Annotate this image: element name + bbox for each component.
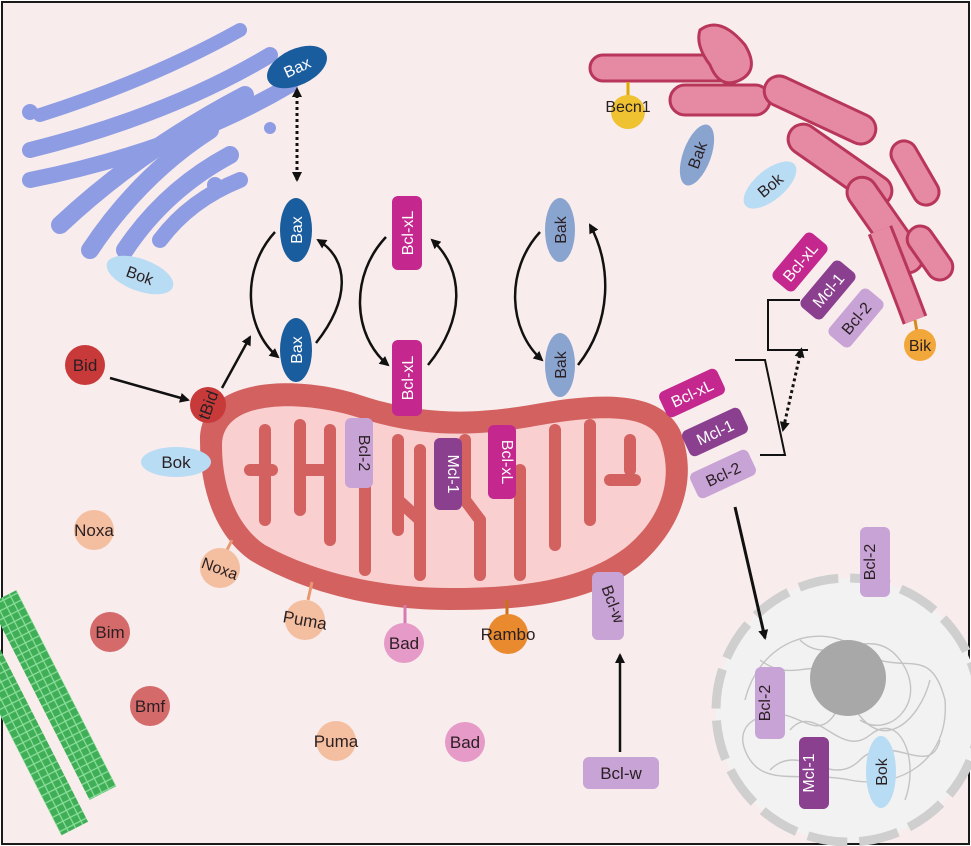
nucleus-bcl2-protein: Bcl-2 (755, 667, 785, 739)
nucleus-mcl1-protein: Mcl-1 (799, 737, 829, 809)
mito-bak-label: Bak (553, 350, 570, 379)
rambo-label: Rambo (481, 625, 536, 644)
bim-label: Bim (95, 623, 124, 642)
cyto-bclxl-protein: Bcl-xL (392, 196, 422, 270)
puma-free-label: Puma (314, 732, 359, 751)
mito-bcl2-inner-label: Bcl-2 (355, 435, 372, 472)
nucleus-bok-protein: Bok (866, 736, 896, 808)
mito-bcl2-inner-protein: Bcl-2 (345, 418, 373, 488)
nucleus-bcl2-top-label: Bcl-2 (862, 544, 879, 581)
mito-bax-protein: Bax (280, 318, 312, 382)
bim-protein: Bim (90, 612, 130, 652)
cyto-bak-protein: Bak (545, 198, 575, 262)
bad-bound-label: Bad (389, 634, 419, 653)
mito-bclxl-protein: Bcl-xL (392, 340, 422, 416)
cyto-bclxl-label: Bcl-xL (400, 211, 417, 256)
bok-left-protein: Bok (141, 447, 211, 477)
mito-mcl1-inner-label: Mcl-1 (444, 454, 461, 493)
mito-mcl1-inner-protein: Mcl-1 (434, 438, 462, 510)
nucleus (716, 578, 971, 842)
bad-free-protein: Bad (445, 722, 485, 762)
cyto-bax-label: Bax (289, 216, 306, 244)
nucleus-bok-label: Bok (874, 757, 891, 786)
becn1-label: Becn1 (605, 99, 650, 116)
mito-bclxl-inner-label: Bcl-xL (498, 440, 515, 485)
bid-label: Bid (73, 356, 98, 375)
bmf-label: Bmf (135, 697, 166, 716)
nucleus-mcl1-label: Mcl-1 (801, 753, 818, 792)
nucleus-bcl2-label: Bcl-2 (757, 685, 774, 722)
mito-bak-protein: Bak (545, 333, 575, 397)
mito-bclxl-label: Bcl-xL (400, 356, 417, 401)
bclw-free-protein: Bcl-w (583, 757, 659, 789)
cyto-bax-protein: Bax (280, 198, 312, 262)
nucleus-bcl2-top-protein: Bcl-2 (860, 527, 890, 597)
bclw-bound-protein: Bcl-w (592, 572, 627, 640)
noxa-free-label: Noxa (74, 521, 114, 540)
bok-left-label: Bok (161, 453, 191, 472)
bclw-free-label: Bcl-w (600, 764, 642, 783)
bik-label: Bik (909, 338, 932, 355)
bmf-protein: Bmf (130, 686, 170, 726)
bid-protein: Bid (65, 345, 105, 385)
bad-free-label: Bad (450, 733, 480, 752)
mito-bclxl-inner-protein: Bcl-xL (488, 425, 516, 499)
mito-bax-label: Bax (289, 336, 306, 364)
cyto-bak-label: Bak (553, 215, 570, 244)
tbid-protein: tBid (190, 387, 226, 423)
